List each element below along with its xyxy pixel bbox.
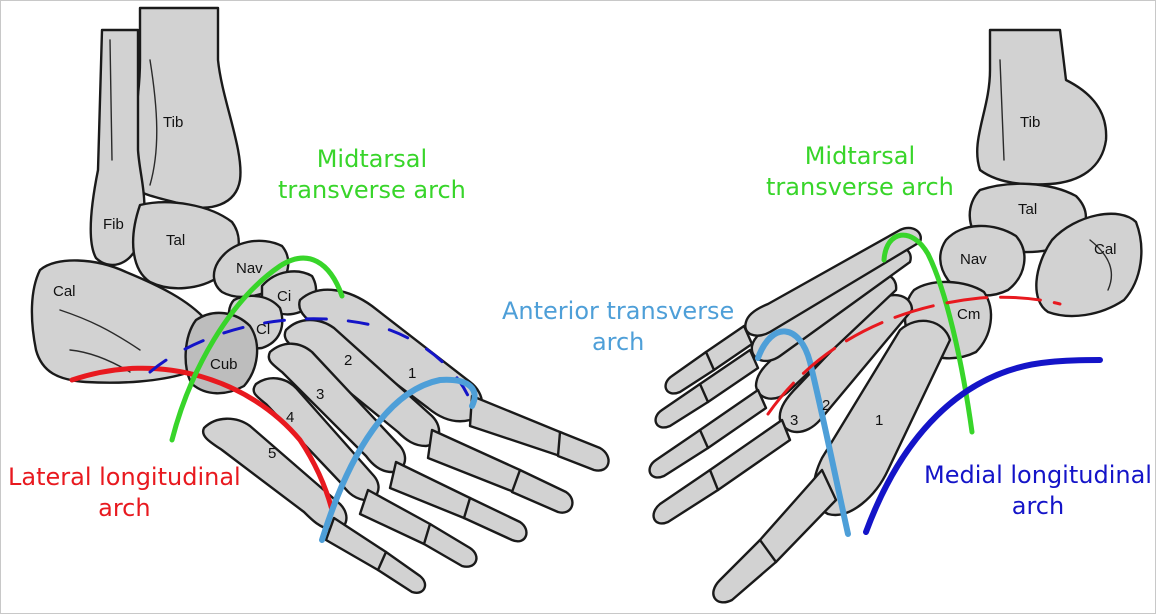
left-phalanx-5b	[378, 552, 425, 593]
label-right-cal: Cal	[1094, 241, 1117, 258]
label-left-tal: Tal	[166, 232, 185, 249]
right-phalanx-3b	[650, 430, 708, 477]
label-right-m2: 2	[822, 397, 830, 414]
label-left-m5: 5	[268, 445, 276, 462]
label-left-nav: Nav	[236, 260, 263, 277]
label-left-ci: Ci	[277, 288, 291, 305]
label-right-nav: Nav	[960, 251, 987, 268]
anterior-line1: Anterior transverse	[502, 296, 734, 327]
label-left-fib: Fib	[103, 216, 124, 233]
label-left-cl: Cl	[256, 321, 270, 338]
midtarsal-left-line1: Midtarsal	[278, 144, 466, 175]
label-left-m3: 3	[316, 386, 324, 403]
label-right-tal: Tal	[1018, 201, 1037, 218]
left-phalanx-2b	[512, 470, 572, 513]
label-right-m1: 1	[875, 412, 883, 429]
label-right-m3: 3	[790, 412, 798, 429]
midtarsal-left-line2: transverse arch	[278, 175, 466, 206]
label-right-cm: Cm	[957, 306, 980, 323]
midtarsal-right-line2: transverse arch	[766, 172, 954, 203]
midtarsal-arch-label-right: Midtarsal transverse arch	[766, 141, 954, 203]
label-left-cal: Cal	[53, 283, 76, 300]
lateral-line2: arch	[8, 493, 241, 524]
medial-line1: Medial longitudinal	[924, 460, 1152, 491]
label-left-m2: 2	[344, 352, 352, 369]
medial-longitudinal-arch-label: Medial longitudinal arch	[924, 460, 1152, 522]
right-phalanx-2b	[654, 470, 718, 523]
left-phalanx-4b	[424, 524, 476, 567]
left-phalanx-1	[470, 396, 572, 456]
midtarsal-arch-label-left: Midtarsal transverse arch	[278, 144, 466, 206]
right-phalanx-1b	[713, 540, 776, 602]
left-tibia	[129, 8, 240, 208]
label-left-m1: 1	[408, 365, 416, 382]
medial-line2: arch	[924, 491, 1152, 522]
label-left-m4: 4	[286, 409, 294, 426]
label-left-cub: Cub	[210, 356, 238, 373]
label-right-tib: Tib	[1020, 114, 1040, 131]
anterior-line2: arch	[502, 327, 734, 358]
midtarsal-right-line1: Midtarsal	[766, 141, 954, 172]
left-phalanx-3b	[464, 498, 526, 541]
right-tibia	[977, 30, 1106, 184]
lateral-line1: Lateral longitudinal	[8, 462, 241, 493]
lateral-longitudinal-arch-label: Lateral longitudinal arch	[8, 462, 241, 524]
left-phalanx-1b	[558, 432, 609, 471]
anterior-transverse-arch-label: Anterior transverse arch	[502, 296, 734, 358]
label-left-tib: Tib	[163, 114, 183, 131]
